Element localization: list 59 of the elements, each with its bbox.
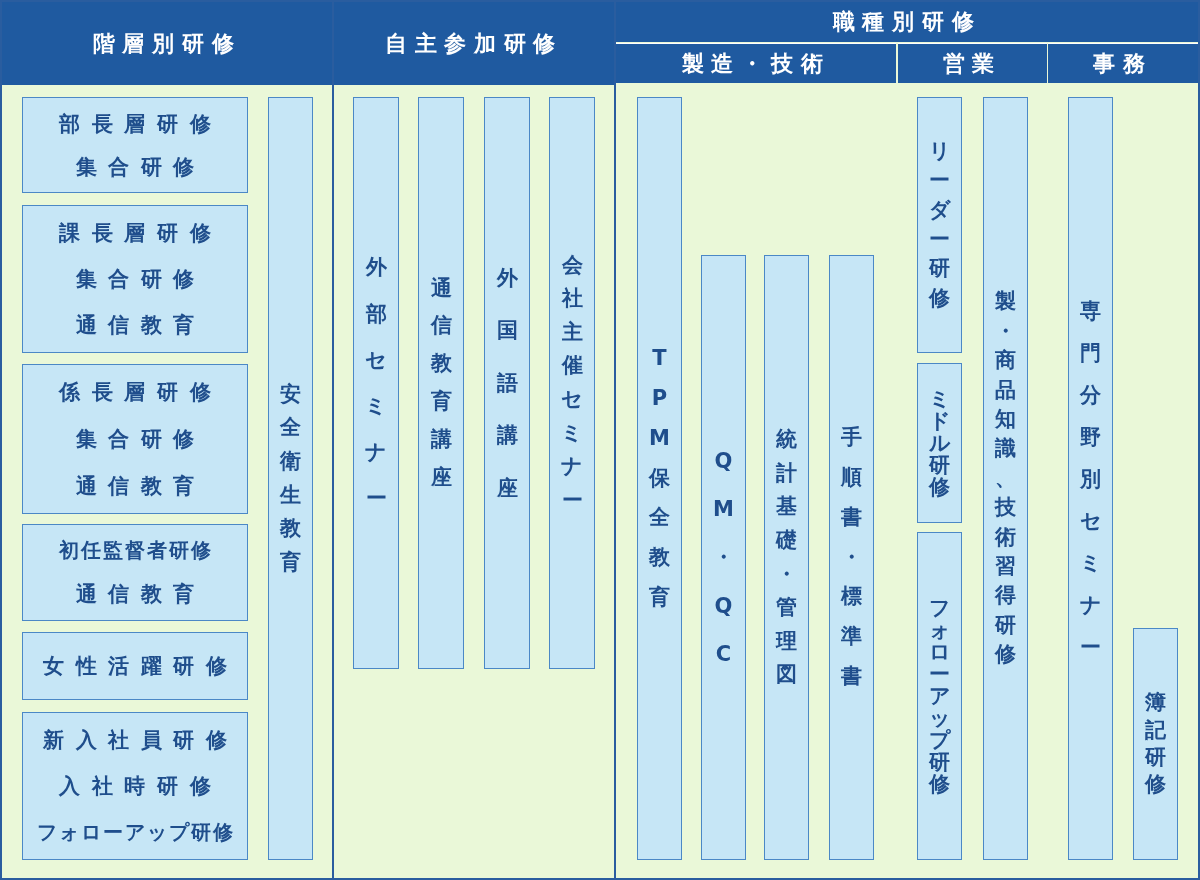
course-name: 製・商品知識、技術習得研修 bbox=[995, 288, 1016, 669]
course-box bbox=[22, 205, 248, 353]
course-box bbox=[917, 532, 962, 860]
column-heading: 製造・技術 bbox=[616, 43, 896, 83]
course-name: 初任監督者研修 bbox=[58, 537, 214, 564]
course-name: 新入社員研修 bbox=[42, 727, 240, 755]
course-box bbox=[764, 255, 809, 860]
course-name: 集合研修 bbox=[74, 426, 207, 453]
course-box bbox=[484, 97, 530, 669]
course-box bbox=[22, 97, 248, 193]
course-name: 安全衛生教育 bbox=[280, 380, 301, 576]
course-name: 外国語講座 bbox=[496, 264, 518, 502]
course-name: 簿記研修 bbox=[1145, 689, 1166, 799]
course-box bbox=[637, 97, 682, 860]
course-box bbox=[268, 97, 313, 860]
course-box bbox=[22, 632, 248, 700]
course-box bbox=[983, 97, 1028, 860]
column-heading: 階層別研修 bbox=[2, 2, 332, 85]
category-column bbox=[334, 2, 614, 878]
course-box bbox=[549, 97, 595, 669]
course-name: 通信教育講座 bbox=[430, 274, 452, 491]
course-box bbox=[22, 364, 248, 514]
course-name: 課長層研修 bbox=[58, 220, 224, 247]
column-heading: 職種別研修 bbox=[616, 2, 1198, 42]
course-name: 通信教育 bbox=[74, 581, 207, 608]
course-box bbox=[917, 363, 962, 523]
course-name: 手順書・標準書 bbox=[841, 423, 862, 691]
category-column bbox=[616, 2, 1198, 878]
course-name: 通信教育 bbox=[74, 312, 207, 339]
course-name: リーダー研修 bbox=[928, 137, 951, 312]
course-name: 統計基礎・管理図 bbox=[776, 426, 797, 689]
course-name: フォローアップ研修 bbox=[36, 818, 236, 846]
course-name: 専門分野別セミナー bbox=[1079, 297, 1102, 661]
course-box bbox=[829, 255, 874, 860]
course-name: 集合研修 bbox=[74, 266, 207, 293]
course-name: 部長層研修 bbox=[57, 110, 224, 138]
course-box bbox=[1068, 97, 1113, 860]
course-box bbox=[353, 97, 399, 669]
course-name: 入社時研修 bbox=[58, 773, 224, 801]
course-name: ミドル研修 bbox=[928, 387, 951, 499]
course-name: フォローアップ研修 bbox=[928, 596, 951, 796]
course-name: 通信教育 bbox=[74, 472, 207, 500]
category-column bbox=[2, 2, 332, 878]
course-name: TPM保全教育 bbox=[649, 344, 670, 612]
course-name: 会社主催セミナー bbox=[561, 251, 583, 514]
column-heading: 事務 bbox=[1048, 43, 1198, 83]
course-box bbox=[22, 524, 248, 621]
course-box bbox=[917, 97, 962, 353]
course-name: 外部セミナー bbox=[365, 254, 387, 513]
course-name: 係長層研修 bbox=[57, 379, 224, 407]
column-heading: 営業 bbox=[898, 43, 1047, 83]
course-name: 女性活躍研修 bbox=[42, 653, 240, 680]
column-heading: 自主参加研修 bbox=[334, 2, 614, 85]
course-box bbox=[418, 97, 464, 669]
course-box bbox=[701, 255, 746, 860]
course-box bbox=[1133, 628, 1178, 860]
course-name: 集合研修 bbox=[74, 153, 207, 181]
course-box bbox=[22, 712, 248, 860]
course-name: QM・QC bbox=[713, 447, 734, 668]
